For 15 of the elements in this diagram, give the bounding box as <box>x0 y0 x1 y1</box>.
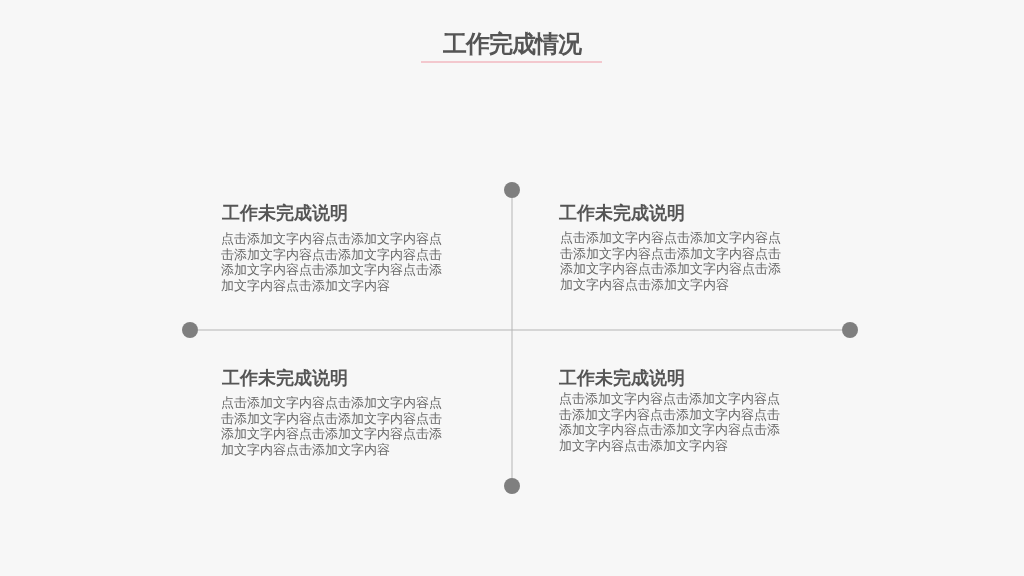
dot-icon <box>504 182 520 198</box>
dot-icon <box>182 322 198 338</box>
section-heading: 工作未完成说明 <box>559 367 685 389</box>
title: 工作完成情况 <box>443 30 581 58</box>
body-text: 点击添加文字内容点击添加文字内容点击添加文字内容点击添加文字内容点击添加文字内容点击添加文字内容点击添加文字内容点击添加文字内容 <box>560 230 782 293</box>
connector-line <box>511 197 513 479</box>
dot-icon <box>504 478 520 494</box>
body-text: 点击添加文字内容点击添加文字内容点击添加文字内容点击添加文字内容点击添加文字内容点击添加文字内容点击添加文字内容点击添加文字内容 <box>559 391 781 454</box>
connector-line <box>197 329 843 331</box>
section-heading: 工作未完成说明 <box>559 202 685 224</box>
body-text: 点击添加文字内容点击添加文字内容点击添加文字内容点击添加文字内容点击添加文字内容点击添加文字内容点击添加文字内容点击添加文字内容 <box>221 231 443 294</box>
dot-icon <box>842 322 858 338</box>
section-heading: 工作未完成说明 <box>222 202 348 224</box>
section-heading: 工作未完成说明 <box>222 367 348 389</box>
body-text: 点击添加文字内容点击添加文字内容点击添加文字内容点击添加文字内容点击添加文字内容点击添加文字内容点击添加文字内容点击添加文字内容 <box>221 395 443 458</box>
